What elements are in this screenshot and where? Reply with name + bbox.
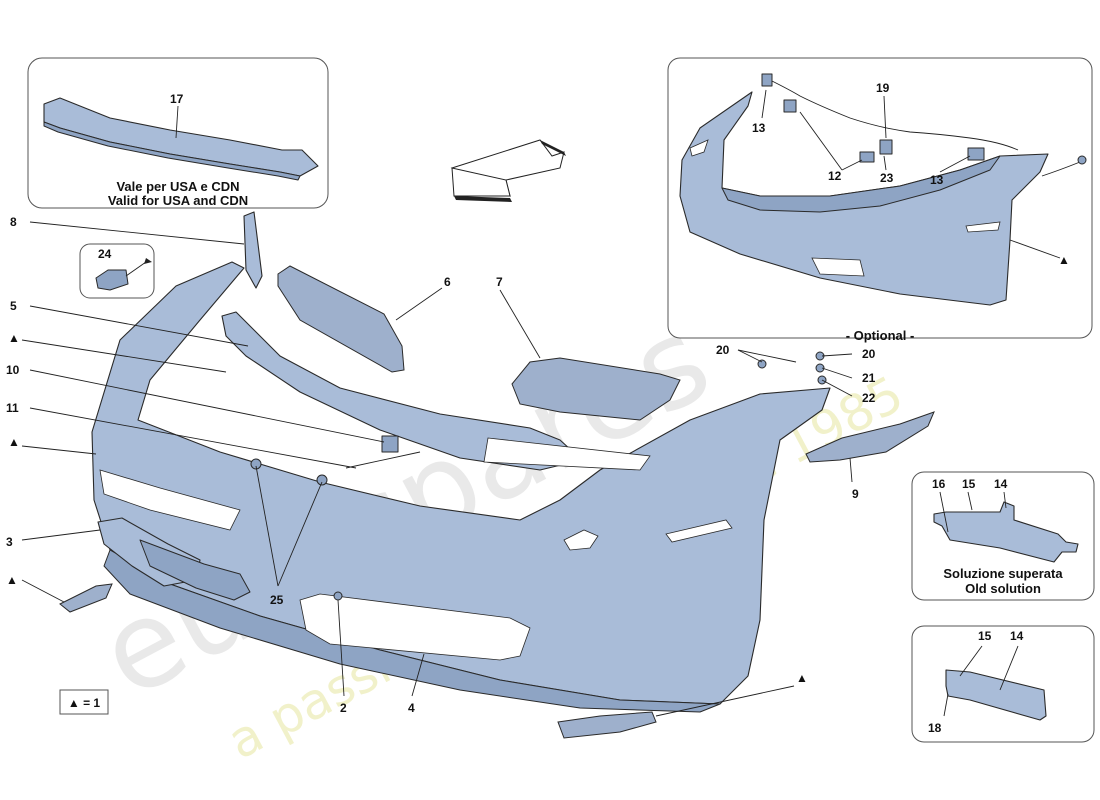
sensor-12-bracket: [783, 99, 797, 113]
part-7-grille: [511, 357, 681, 421]
inset-plate: 15 14 18: [911, 625, 1095, 743]
sensor-13-left: [761, 73, 773, 87]
callout-9: 9: [852, 487, 859, 501]
part-10-latch: [381, 435, 399, 453]
intake-center: [299, 593, 531, 661]
old-solution-caption-en: Old solution: [965, 581, 1041, 596]
inset-usa-caption-it: Vale per USA e CDN: [116, 179, 239, 194]
callout-3: 3: [6, 535, 13, 549]
triangle-marker-optional: ▲: [1058, 253, 1070, 267]
legend-text: ▲ = 1: [68, 696, 101, 710]
triangle-marker-1: ▲: [8, 331, 20, 345]
callout-20-a: 20: [716, 343, 730, 357]
inset-usa-caption-en: Valid for USA and CDN: [108, 193, 248, 208]
callout-19: 19: [876, 81, 890, 95]
callout-14-plate: 14: [1010, 629, 1024, 643]
main-assembly: [59, 211, 935, 739]
leader-lines: [21, 221, 853, 717]
sensor-12: [859, 151, 875, 163]
headlamp-washer: [563, 529, 599, 551]
callout-13-left: 13: [752, 121, 766, 135]
callout-22: 22: [862, 391, 876, 405]
callout-11: 11: [6, 401, 19, 415]
callout-20-b: 20: [862, 347, 876, 361]
intake-left: [99, 469, 241, 531]
callout-21: 21: [862, 371, 876, 385]
triangle-marker-3: ▲: [6, 573, 18, 587]
part-6-grille: [277, 265, 405, 373]
callout-14-old: 14: [994, 477, 1008, 491]
callout-15-plate: 15: [978, 629, 992, 643]
old-solution-bracket: [933, 501, 1079, 563]
inset-24: 24: [79, 243, 155, 299]
plate-14: [945, 669, 1047, 721]
callout-12: 12: [828, 169, 842, 183]
part-underbody-panel: [557, 711, 657, 739]
fastener-25-a: [250, 458, 262, 470]
part-9-trim: [805, 411, 935, 463]
triangle-marker-2: ▲: [8, 435, 20, 449]
callout-7: 7: [496, 275, 503, 289]
part-8-trim: [243, 211, 263, 289]
inset-old-solution: 16 15 14 Soluzione superata Old solution: [911, 471, 1095, 601]
inset-optional-caption: - Optional -: [846, 328, 915, 343]
inset-optional: 13 19 12 23 13 ▲ - Optional -: [667, 57, 1093, 343]
callout-13-right: 13: [930, 173, 944, 187]
fastener-20-a: [757, 359, 767, 369]
fastener-2: [333, 591, 343, 601]
sensor-19-23: [879, 139, 893, 155]
grille-slot: [483, 437, 651, 471]
inset-usa-cdn: 17 Vale per USA e CDN Valid for USA and …: [27, 57, 329, 209]
callout-23: 23: [880, 171, 894, 185]
legend: ▲ = 1: [59, 689, 109, 715]
callout-25: 25: [270, 593, 284, 607]
old-solution-caption-it: Soluzione superata: [943, 566, 1063, 581]
callout-17: 17: [170, 92, 184, 106]
sensor-13-right: [967, 147, 985, 161]
triangle-marker-4: ▲: [796, 671, 808, 685]
callout-18: 18: [928, 721, 942, 735]
callout-10: 10: [6, 363, 20, 377]
callout-16: 16: [932, 477, 946, 491]
part-11-rod: [345, 451, 421, 469]
callout-4: 4: [408, 701, 415, 715]
fastener-25-b: [316, 474, 328, 486]
callout-24: 24: [98, 247, 112, 261]
callout-6: 6: [444, 275, 451, 289]
callouts-main: 8 5 ▲ 10 11 ▲ 3 ▲ 6 7 9 25 2 4 ▲ 20 20 2…: [6, 215, 876, 715]
part-small-left-flap: [59, 583, 113, 613]
side-reflector: [665, 519, 733, 543]
callout-8: 8: [10, 215, 17, 229]
direction-arrow-icon: [450, 139, 566, 202]
callout-5: 5: [10, 299, 17, 313]
part-3-spoiler: [139, 539, 251, 601]
fastener-21: [815, 363, 825, 373]
callout-2: 2: [340, 701, 347, 715]
callout-15-old: 15: [962, 477, 976, 491]
